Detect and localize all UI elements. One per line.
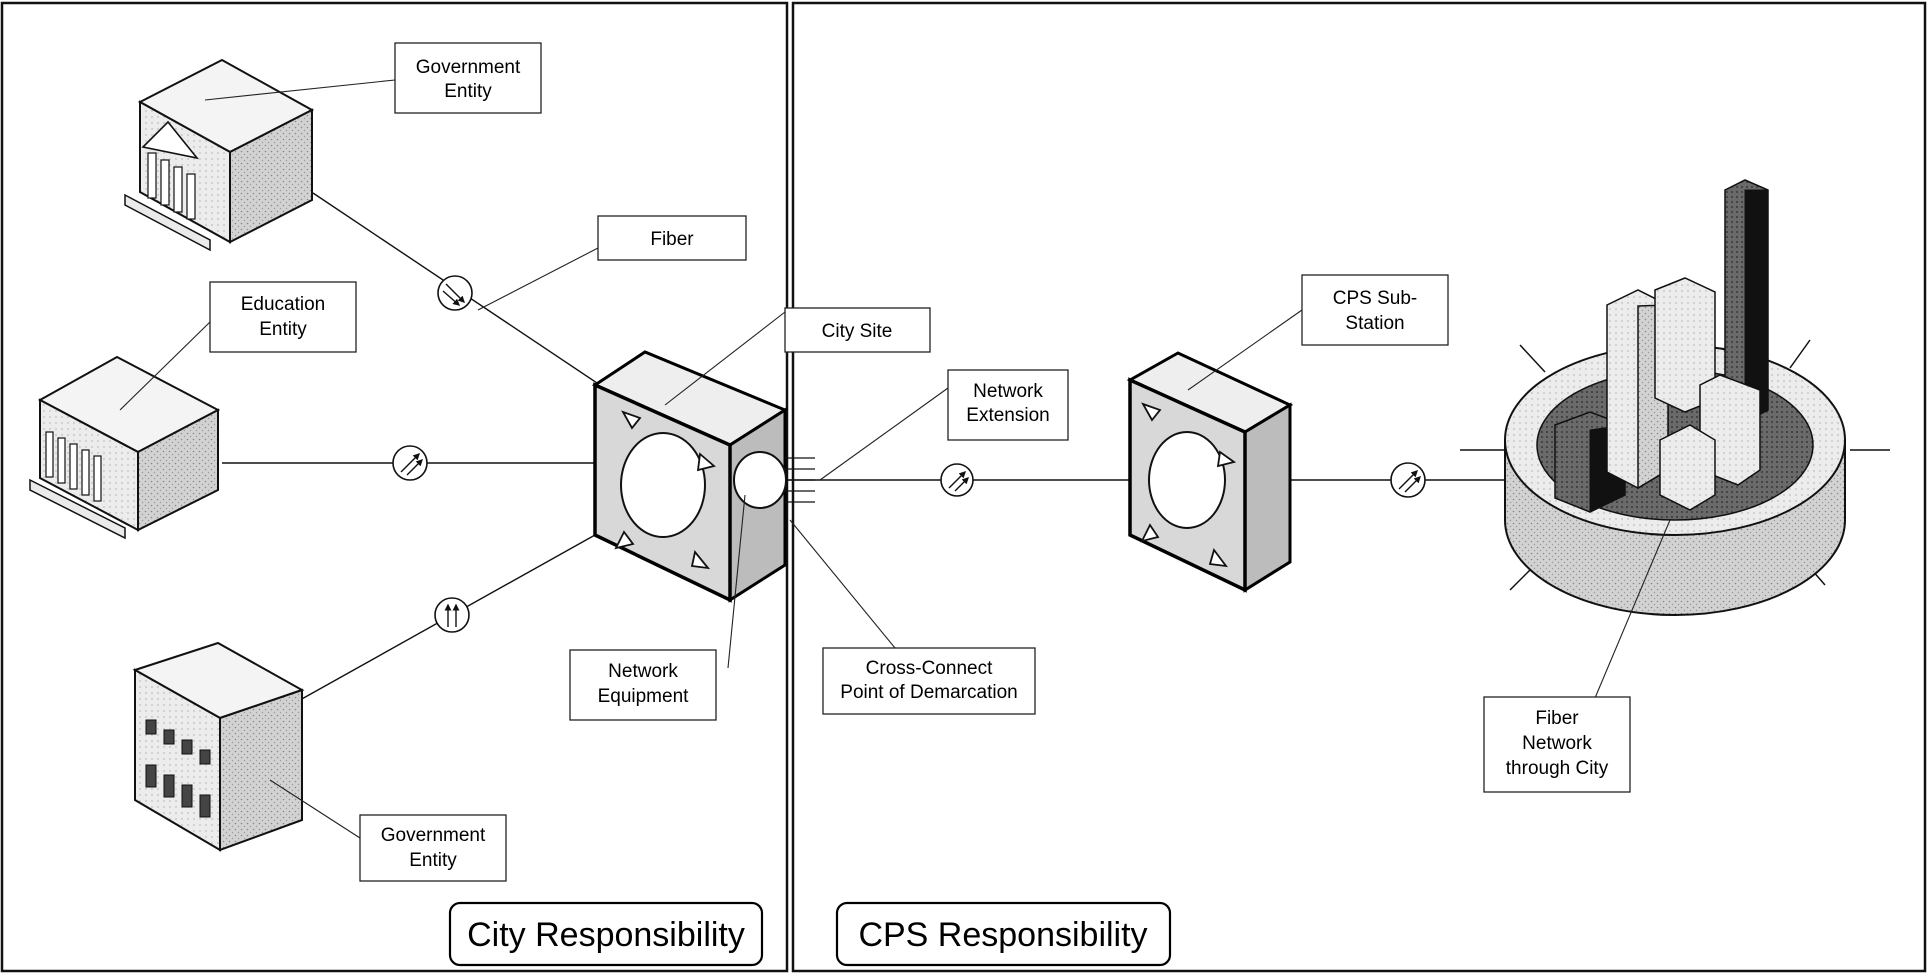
cps-responsibility-text: CPS Responsibility [858, 916, 1147, 954]
label-government-entity-bottom-line1: Government [381, 825, 486, 846]
label-government-entity-bottom: Government Entity [359, 814, 507, 882]
city-skyline-ring-icon [1460, 179, 1890, 616]
city-responsibility-label: City Responsibility [448, 901, 764, 967]
fiber-marker-2 [392, 445, 428, 481]
leader-lines [119, 79, 1671, 839]
label-government-entity-bottom-line2: Entity [409, 850, 457, 871]
label-network-extension-line2: Extension [966, 405, 1049, 426]
label-government-entity-top: Government Entity [394, 42, 542, 114]
label-education-entity-line1: Education [241, 294, 326, 315]
network-switch-icon [591, 350, 815, 603]
school-building-icon [29, 355, 221, 540]
label-fiber: Fiber [597, 215, 747, 261]
label-cross-connect-line1: Cross-Connect [866, 658, 993, 679]
office-building-icon [132, 641, 305, 852]
label-fiber-network-city-line3: through City [1506, 758, 1609, 779]
label-cps-substation: CPS Sub- Station [1301, 274, 1449, 346]
label-network-equipment: Network Equipment [569, 649, 717, 721]
government-building-icon [124, 58, 315, 252]
label-fiber-network-city-line1: Fiber [1535, 708, 1579, 729]
label-fiber-text: Fiber [650, 229, 694, 250]
label-network-equipment-line1: Network [608, 661, 678, 682]
label-government-entity-top-line2: Entity [444, 81, 492, 102]
fiber-marker-4 [940, 463, 974, 497]
fiber-marker-5 [1390, 462, 1426, 498]
city-responsibility-text: City Responsibility [467, 916, 745, 954]
label-education-entity: Education Entity [209, 281, 357, 353]
fiber-marker-3 [434, 597, 470, 633]
label-city-site: City Site [784, 307, 931, 353]
label-cps-substation-line1: CPS Sub- [1333, 288, 1417, 309]
label-network-extension-line1: Network [973, 381, 1043, 402]
fiber-marker-1 [437, 275, 473, 311]
label-network-extension: Network Extension [947, 369, 1069, 441]
label-education-entity-line2: Entity [259, 319, 307, 340]
label-government-entity-top-line1: Government [416, 57, 521, 78]
label-city-site-text: City Site [822, 321, 893, 342]
label-cross-connect-line2: Point of Demarcation [840, 682, 1017, 703]
label-fiber-network-city-line2: Network [1522, 733, 1592, 754]
label-fiber-network-city: Fiber Network through City [1483, 696, 1631, 793]
label-cross-connect: Cross-Connect Point of Demarcation [822, 647, 1036, 715]
label-network-equipment-line2: Equipment [598, 686, 690, 707]
cps-responsibility-label: CPS Responsibility [835, 901, 1172, 967]
cps-substation-switch-icon [1126, 351, 1294, 593]
label-cps-substation-line2: Station [1345, 313, 1404, 334]
